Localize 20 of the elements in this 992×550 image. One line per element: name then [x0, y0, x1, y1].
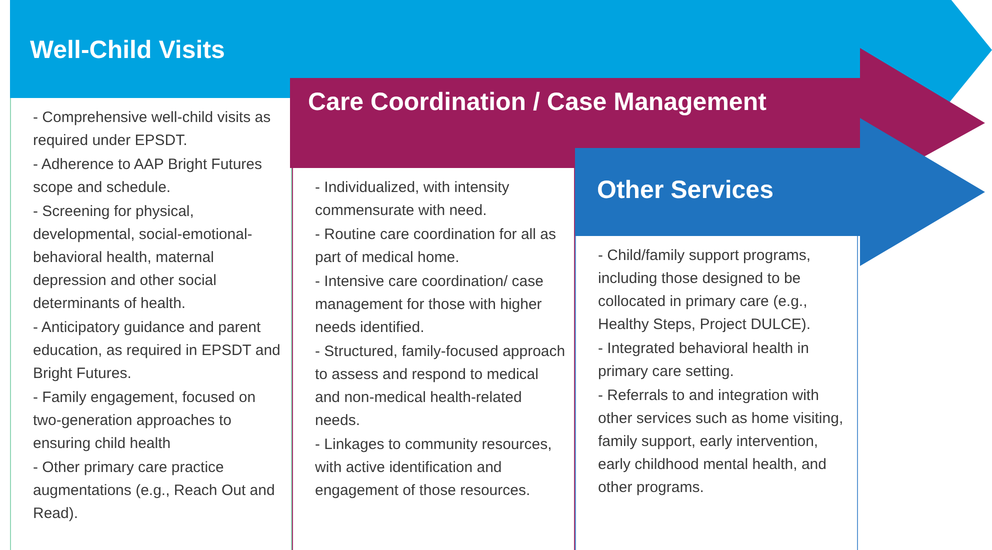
bullet-text: - Family engagement, focused on two-generation approaches to ensuring child health: [33, 388, 257, 454]
bullet-text: - Comprehensive well-child visits as required under EPSDT.: [33, 108, 272, 151]
banner-title: Well-Child Visits: [30, 35, 225, 65]
bullet-text: - Intensive care coordination/ case management for those with higher needs identified.: [315, 272, 544, 338]
bullet-text: - Anticipatory guidance and parent education, as required in EPSDT and Bright Futures.: [33, 318, 282, 384]
text-panel: [10, 98, 292, 550]
bullet-text: - Routine care coordination for all as part of medical home.: [315, 225, 557, 268]
banner-title: Care Coordination / Case Management: [308, 87, 766, 117]
bullet-text: - Structured, family-focused approach to assess and respond to medical and non-medical health-related needs.: [315, 342, 566, 431]
bullet-text: - Linkages to community resources, with active identification and engagement of those resources.: [315, 435, 553, 501]
bullet-text: - Child/family support programs, including those designed to be collocated in primary care (e.g., Healthy Steps, Project DULCE).: [598, 246, 812, 335]
text-panel: [292, 168, 575, 550]
bullet-text: - Screening for physical, developmental, social-emotional-behavioral health, maternal depression and other social determinants of health.: [33, 202, 254, 314]
bullet-text: - Other primary care practice augmentations (e.g., Reach Out and Read).: [33, 458, 276, 524]
text-panel: [575, 236, 858, 550]
banner-title: Other Services: [597, 175, 774, 205]
bullet-text: - Individualized, with intensity commensurate with need.: [315, 178, 510, 221]
bullet-text: - Integrated behavioral health in primary care setting.: [598, 339, 810, 382]
bullet-text: - Referrals to and integration with other services such as home visiting, family support, early intervention, early childhood mental health, and other programs.: [598, 386, 844, 498]
bullet-text: - Adherence to AAP Bright Futures scope and schedule.: [33, 155, 264, 198]
